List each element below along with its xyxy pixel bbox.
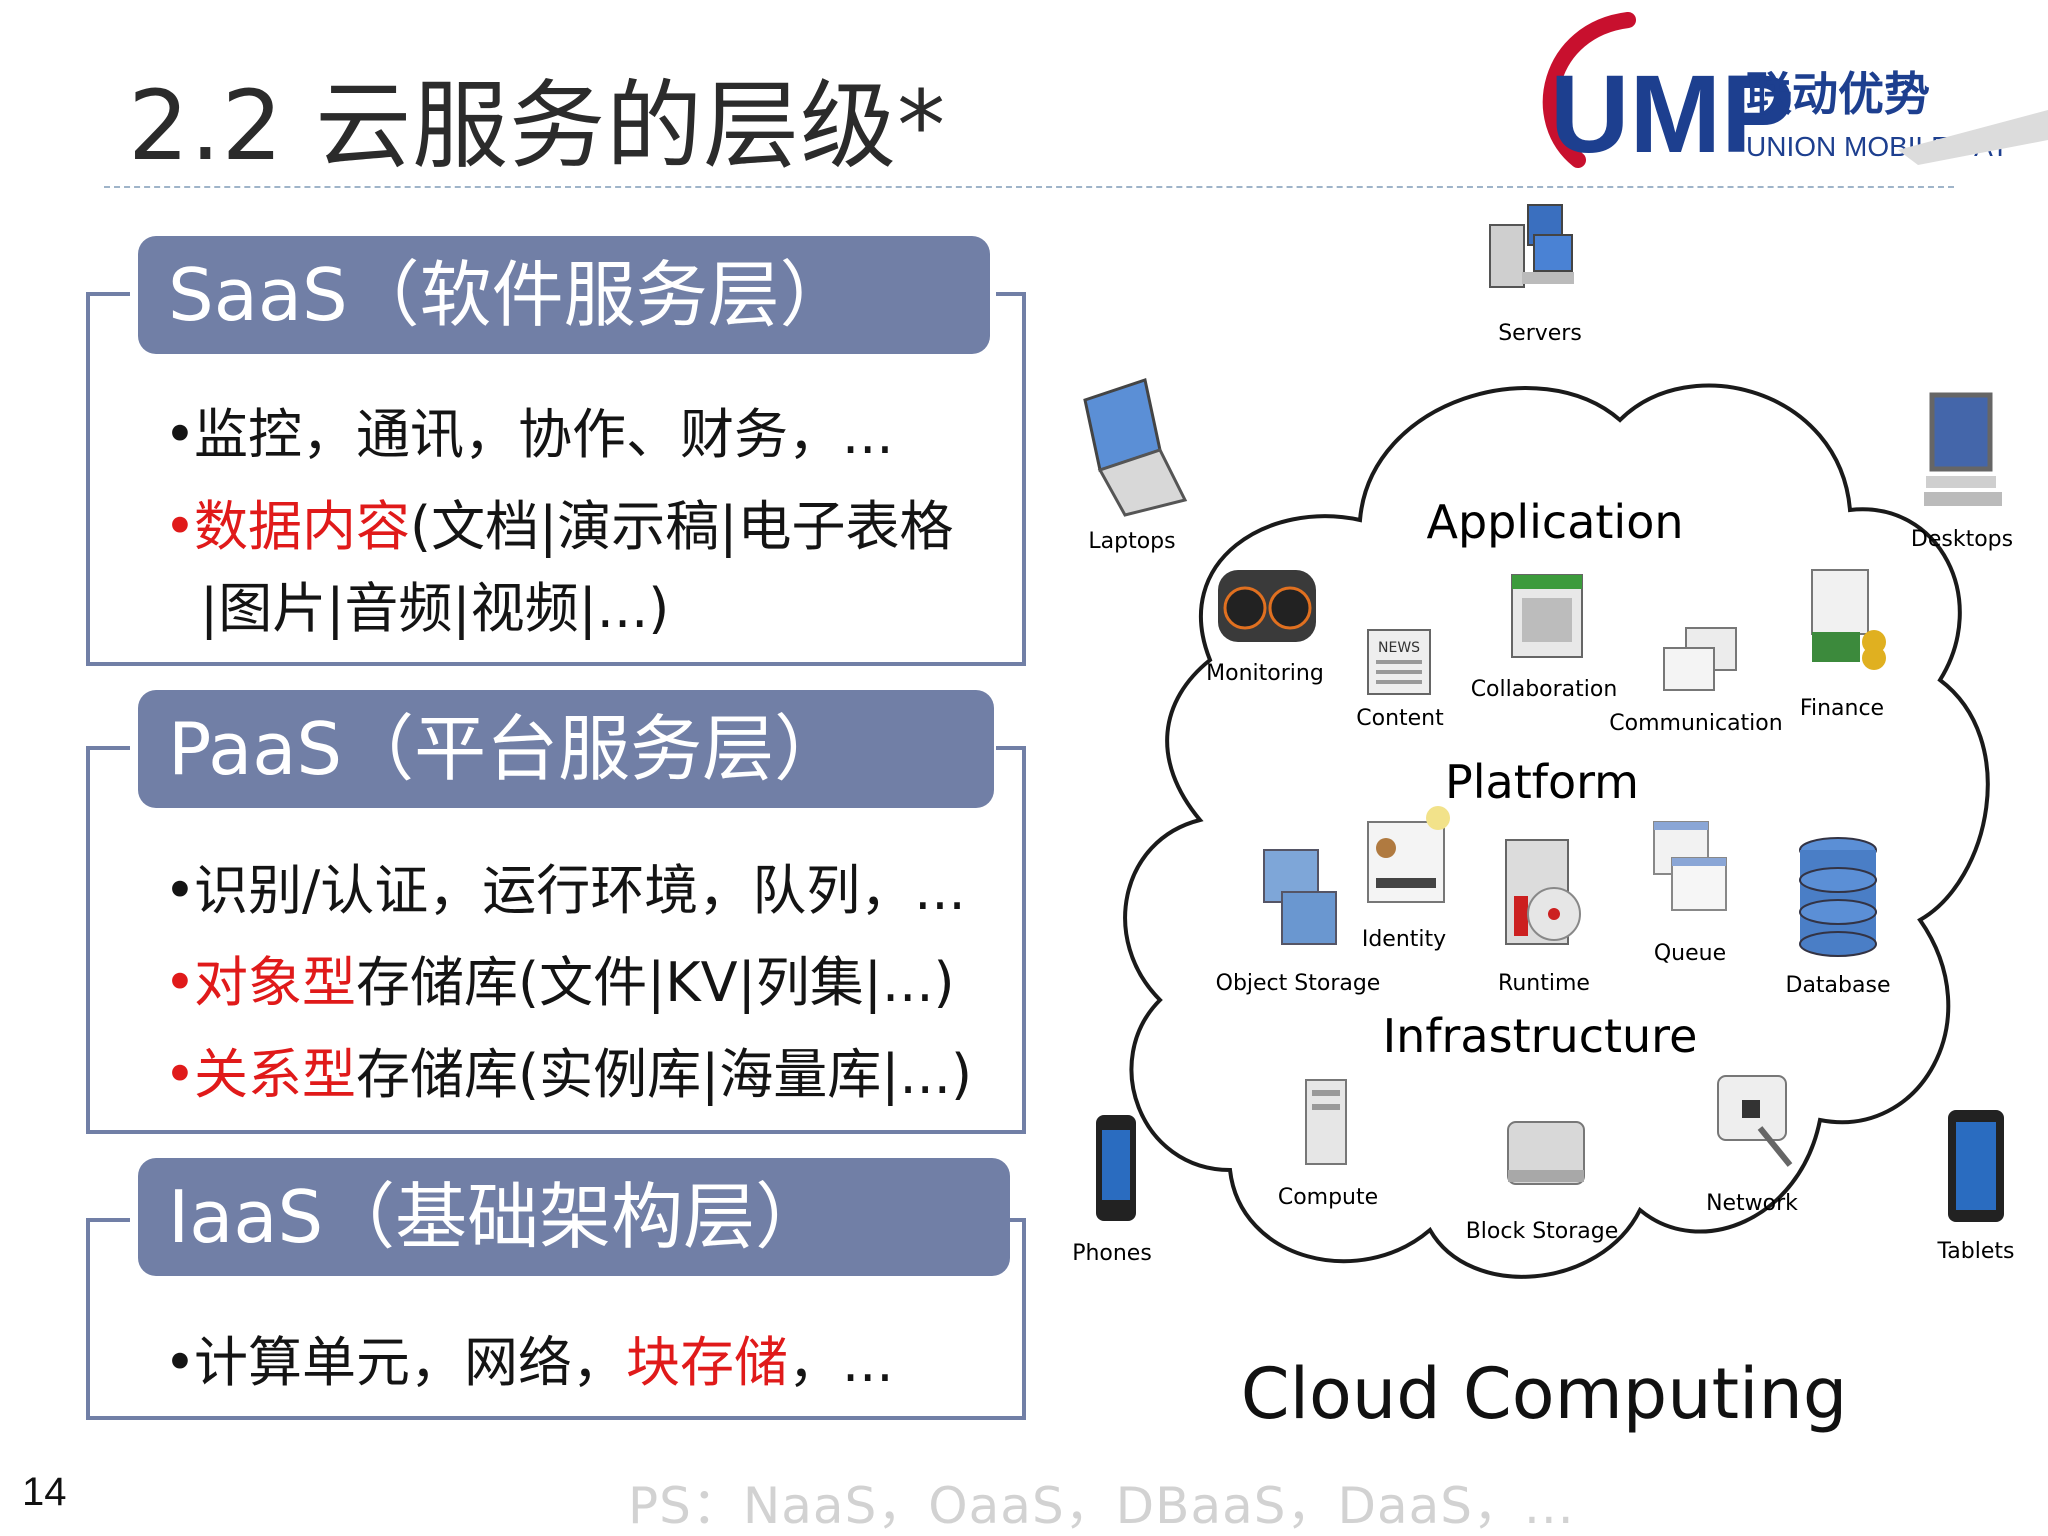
content-label: Content <box>1356 706 1444 731</box>
saas-item-1: •监控，通讯，协作、财务，... <box>164 403 894 466</box>
object-storage-label: Object Storage <box>1216 971 1381 996</box>
paas-item-3: •关系型存储库(实例库|海量库|...) <box>164 1043 973 1106</box>
application-header: Application <box>1426 495 1683 549</box>
saas-box <box>86 292 1026 666</box>
collaboration-icon <box>1511 574 1583 658</box>
block-storage-icon <box>1507 1121 1585 1185</box>
desktops-icon <box>1924 392 2002 506</box>
iaas-item-1: •计算单元，网络，块存储，... <box>164 1331 894 1394</box>
monitoring-icon <box>1218 570 1316 642</box>
laptops-icon <box>1083 378 1188 517</box>
monitoring-label: Monitoring <box>1206 661 1324 686</box>
tablets-icon <box>1948 1110 2004 1222</box>
database-label: Database <box>1786 973 1891 998</box>
slide-title: 2.2 云服务的层级* <box>128 70 947 182</box>
phones-icon <box>1096 1115 1136 1221</box>
network-icon <box>1717 1075 1793 1167</box>
identity-icon <box>1367 806 1450 903</box>
compute-label: Compute <box>1278 1185 1378 1210</box>
infrastructure-header: Infrastructure <box>1383 1009 1698 1063</box>
iaas-box <box>86 1218 1026 1420</box>
logo-brand: UMP <box>1550 53 1794 176</box>
phones-label: Phones <box>1072 1241 1152 1266</box>
title-divider <box>104 186 1954 188</box>
compute-icon <box>1305 1079 1347 1165</box>
block-storage-label: Block Storage <box>1466 1219 1619 1244</box>
object-storage-icon <box>1263 849 1337 945</box>
iaas-label: IaaS（基础架构层） <box>138 1158 1010 1276</box>
page-number: 14 <box>22 1470 67 1514</box>
logo-name-cn: 联动优势 <box>1746 67 1930 121</box>
finance-icon <box>1811 569 1886 670</box>
collaboration-label: Collaboration <box>1471 677 1618 702</box>
ump-logo: UMP 联动优势 UNION MOBILE PAY <box>1542 12 2048 176</box>
paas-box <box>86 746 1026 1134</box>
saas-label: SaaS（软件服务层） <box>138 236 990 354</box>
database-icon <box>1799 837 1877 957</box>
content-icon: NEWS <box>1367 629 1431 695</box>
saas-item-2: •数据内容(文档|演示稿|电子表格 <box>164 495 954 558</box>
communication-icon <box>1663 627 1737 691</box>
queue-icon <box>1653 821 1727 911</box>
servers-icon <box>1489 204 1574 288</box>
queue-label: Queue <box>1654 941 1726 966</box>
servers-label: Servers <box>1498 321 1582 346</box>
paas-label: PaaS（平台服务层） <box>138 690 994 808</box>
runtime-icon <box>1505 839 1581 945</box>
runtime-label: Runtime <box>1498 971 1590 996</box>
footnote: PS：NaaS，OaaS，DBaaS，DaaS，... <box>628 1477 1575 1535</box>
cloud-outline <box>1123 383 1990 1279</box>
finance-label: Finance <box>1800 696 1884 721</box>
saas-item-2-cont: |图片|音频|视频|...) <box>200 577 670 640</box>
paas-item-2: •对象型存储库(文件|KV|列集|...) <box>164 951 955 1014</box>
tablets-label: Tablets <box>1937 1239 2015 1264</box>
paas-item-1: •识别/认证，运行环境，队列，... <box>164 859 966 922</box>
network-label: Network <box>1706 1191 1798 1216</box>
platform-header: Platform <box>1445 755 1639 809</box>
laptops-label: Laptops <box>1088 529 1175 554</box>
svg-text:NEWS: NEWS <box>1378 640 1420 656</box>
cloud-computing-diagram: Servers Laptops Desktops Phones Tablets … <box>1072 204 2015 1435</box>
identity-label: Identity <box>1362 927 1446 952</box>
cloud-computing-caption: Cloud Computing <box>1241 1353 1848 1435</box>
desktops-label: Desktops <box>1911 527 2013 552</box>
communication-label: Communication <box>1609 711 1782 736</box>
